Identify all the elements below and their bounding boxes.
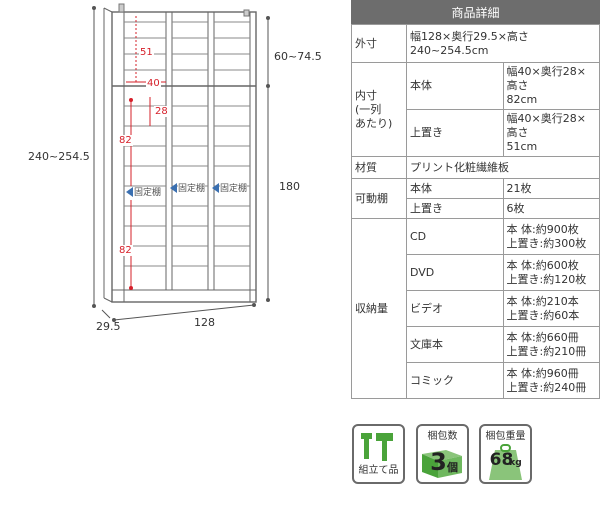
spec-row-storage-cd: 収納量 CD 本 体:約900枚 上置き:約300枚: [351, 218, 600, 399]
material-label: 材質: [351, 156, 407, 179]
inner-body-value: 幅40×奥行28×高さ 82cm: [502, 62, 600, 110]
spec-row-storage-dvd: DVD 本 体:約600枚 上置き:約120枚: [352, 254, 600, 291]
assembly-label: 組立て品: [358, 465, 399, 476]
top-height-label: 60~74.5: [274, 50, 322, 63]
spec-title: 商品詳細: [351, 0, 600, 24]
storage-dvd-value: 本 体:約600枚 上置き:約120枚: [502, 254, 600, 291]
shelves-body-value: 21枚: [502, 178, 600, 199]
storage-bunko-value: 本 体:約660冊 上置き:約210冊: [502, 326, 600, 363]
assembly-badge: 組立て品: [352, 424, 405, 484]
width-label: 128: [194, 316, 215, 329]
storage-cd-value: 本 体:約900枚 上置き:約300枚: [502, 218, 600, 255]
weight-label: 梱包重量: [485, 431, 526, 442]
outer-value: 幅128×奥行29.5×高さ 240~254.5cm: [406, 24, 600, 63]
packages-badge: 梱包数 3 個: [416, 424, 469, 484]
storage-video-value: 本 体:約210本 上置き:約60本: [502, 290, 600, 327]
material-value: プリント化粧繊維板: [406, 156, 600, 179]
wrench-hammer-icon: [361, 433, 393, 461]
spec-row-storage-comic: コミック 本 体:約960冊 上置き:約240冊: [352, 362, 600, 399]
inner-gap-label: 28: [154, 106, 169, 117]
weight-scale-icon: [489, 444, 522, 480]
inner-top-value: 幅40×奥行28×高さ 51cm: [502, 109, 600, 157]
weight-badge: 梱包重量 68 kg: [479, 424, 532, 484]
fixed-shelf-label-3: 固定棚: [220, 184, 248, 194]
storage-comic-value: 本 体:約960冊 上置き:約240冊: [502, 362, 600, 399]
inner-top-label: 上置き: [406, 109, 504, 157]
spec-row-outer: 外寸 幅128×奥行29.5×高さ 240~254.5cm: [351, 24, 600, 63]
fixed-shelf-label-1: 固定棚: [134, 188, 162, 198]
shelves-top-value: 6枚: [502, 198, 600, 219]
bookshelf-diagram: 240~254.5 60~74.5 180 29.5 128 51 40 28 …: [0, 0, 345, 400]
spec-table: 商品詳細 外寸 幅128×奥行29.5×高さ 240~254.5cm 内寸 (一…: [351, 0, 600, 399]
box-icon: [422, 450, 462, 478]
spec-row-material: 材質 プリント化粧繊維板: [351, 156, 600, 179]
inner-top-height-label: 51: [139, 47, 154, 58]
storage-dvd-label: DVD: [406, 254, 504, 291]
storage-comic-label: コミック: [406, 362, 504, 399]
spec-row-inner-body: 内寸 (一列 あたり) 本体 幅40×奥行28×高さ 82cm: [351, 62, 600, 157]
storage-bunko-label: 文庫本: [406, 326, 504, 363]
shelves-label: 可動棚: [351, 178, 407, 219]
packages-value: 3: [430, 448, 447, 476]
inner-width-label: 40: [146, 78, 161, 89]
inner-height-1-label: 82: [118, 135, 133, 146]
total-height-label: 240~254.5: [28, 150, 90, 163]
fixed-shelf-label-2: 固定棚: [178, 184, 206, 194]
weight-unit: kg: [509, 458, 522, 468]
shelves-body-label: 本体: [406, 178, 504, 199]
spec-row-storage-video: ビデオ 本 体:約210本 上置き:約60本: [352, 290, 600, 327]
inner-body-label: 本体: [406, 62, 504, 110]
depth-label: 29.5: [96, 320, 121, 333]
storage-video-label: ビデオ: [406, 290, 504, 327]
storage-cd-label: CD: [406, 218, 504, 255]
body-height-label: 180: [279, 180, 300, 193]
spec-grid: 外寸 幅128×奥行29.5×高さ 240~254.5cm 内寸 (一列 あたり…: [351, 24, 600, 399]
spec-row-inner-top: 上置き 幅40×奥行28×高さ 51cm: [352, 109, 600, 157]
outer-label: 外寸: [351, 24, 407, 63]
packages-unit: 個: [447, 461, 458, 474]
inner-label: 内寸 (一列 あたり): [351, 62, 407, 157]
shelves-top-label: 上置き: [406, 198, 504, 219]
inner-height-2-label: 82: [118, 245, 133, 256]
spec-row-shelves-body: 可動棚 本体 21枚: [351, 178, 600, 219]
packages-label: 梱包数: [427, 431, 458, 442]
storage-label: 収納量: [351, 218, 407, 399]
weight-value: 68: [489, 450, 514, 470]
